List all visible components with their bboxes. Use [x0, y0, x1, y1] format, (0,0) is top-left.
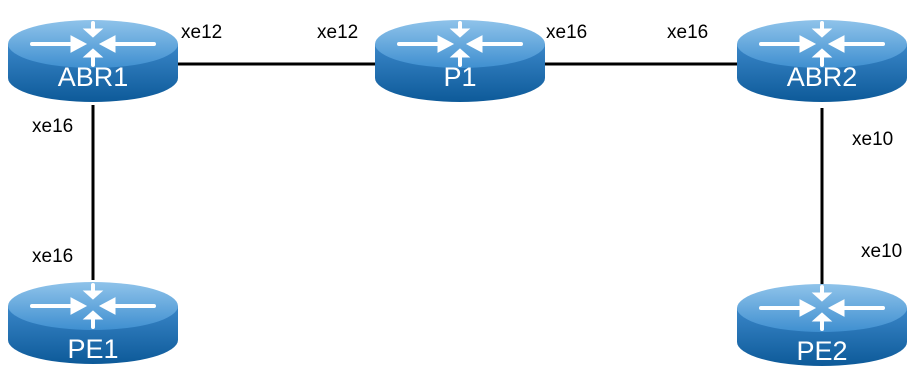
router-name-abr1: ABR1 — [58, 62, 129, 92]
router-abr2[interactable]: ABR2 — [735, 18, 909, 104]
port-label-abr2-to-p1: xe16 — [667, 22, 708, 43]
router-p1[interactable]: P1 — [373, 18, 547, 104]
port-label-pe1-to-abr1: xe16 — [32, 246, 73, 267]
router-name-pe1: PE1 — [67, 334, 118, 364]
port-label-p1-to-abr2: xe16 — [546, 22, 587, 43]
router-pe1[interactable]: PE1 — [6, 280, 180, 366]
router-name-p1: P1 — [443, 62, 476, 92]
port-label-abr1-to-p1: xe12 — [181, 22, 222, 43]
router-abr1[interactable]: ABR1 — [6, 18, 180, 104]
port-label-p1-to-abr1: xe12 — [317, 22, 358, 43]
port-label-abr1-to-pe1: xe16 — [32, 116, 73, 137]
port-labels: xe12 xe12 xe16 xe16 xe16 xe16 xe10 xe10 — [32, 22, 902, 267]
router-name-pe2: PE2 — [796, 336, 847, 366]
port-label-abr2-to-pe2: xe10 — [852, 129, 893, 150]
router-pe2[interactable]: PE2 — [735, 282, 909, 368]
links — [91, 62, 824, 285]
port-label-pe2-to-abr2: xe10 — [861, 241, 902, 262]
router-name-abr2: ABR2 — [787, 62, 858, 92]
